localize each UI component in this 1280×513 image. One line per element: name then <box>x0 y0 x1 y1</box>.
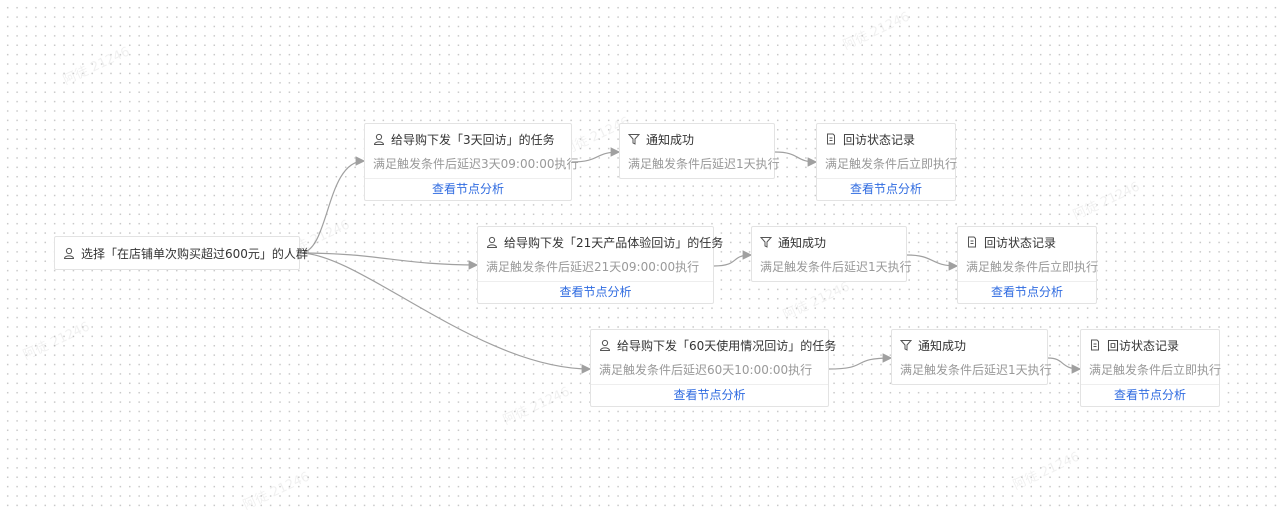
task-node[interactable]: 给导购下发「3天回访」的任务 满足触发条件后延迟3天09:00:00执行 查看节… <box>364 123 579 201</box>
node-description: 满足触发条件后立即执行 <box>825 157 958 171</box>
user-icon <box>373 133 385 145</box>
node-title: 给导购下发「60天使用情况回访」的任务 <box>617 338 837 353</box>
node-title: 给导购下发「3天回访」的任务 <box>391 132 555 147</box>
edge-n3-r3 <box>1047 357 1082 374</box>
user-icon <box>486 236 498 248</box>
edge-t3-n3 <box>828 353 893 370</box>
notify-success-node[interactable]: 通知成功 满足触发条件后延迟1天执行 <box>891 329 1052 385</box>
node-description: 满足触发条件后延迟21天09:00:00执行 <box>486 260 700 274</box>
node-title: 通知成功 <box>646 132 695 147</box>
flow-edges <box>299 147 1082 374</box>
view-node-analysis-link[interactable]: 查看节点分析 <box>817 178 955 200</box>
document-icon <box>1091 339 1099 351</box>
filter-icon <box>760 237 772 248</box>
task-node[interactable]: 给导购下发「21天产品体验回访」的任务 满足触发条件后延迟21天09:00:00… <box>477 226 723 304</box>
node-title: 回访状态记录 <box>843 132 916 147</box>
node-description: 满足触发条件后立即执行 <box>966 260 1099 274</box>
visit-record-node[interactable]: 回访状态记录 满足触发条件后立即执行 查看节点分析 <box>816 123 958 201</box>
node-title: 回访状态记录 <box>1107 338 1180 353</box>
edge-root-task1 <box>299 156 366 254</box>
view-node-analysis-link[interactable]: 查看节点分析 <box>591 384 828 406</box>
task-node[interactable]: 给导购下发「60天使用情况回访」的任务 满足触发条件后延迟60天10:00:00… <box>590 329 836 407</box>
node-description: 满足触发条件后延迟1天执行 <box>760 260 912 274</box>
visit-record-node[interactable]: 回访状态记录 满足触发条件后立即执行 查看节点分析 <box>1080 329 1222 407</box>
node-description: 满足触发条件后延迟3天09:00:00执行 <box>373 157 579 171</box>
filter-icon <box>900 340 912 351</box>
node-title: 通知成功 <box>918 338 967 353</box>
node-description: 满足触发条件后延迟1天执行 <box>628 157 780 171</box>
edge-root-task2 <box>299 252 479 270</box>
node-description: 满足触发条件后延迟1天执行 <box>900 363 1052 377</box>
notify-success-node[interactable]: 通知成功 满足触发条件后延迟1天执行 <box>751 226 912 282</box>
node-title: 给导购下发「21天产品体验回访」的任务 <box>504 235 724 250</box>
edge-root-task3 <box>299 252 592 374</box>
edge-n1-r1 <box>774 151 818 167</box>
user-icon <box>599 339 611 351</box>
view-node-analysis-link[interactable]: 查看节点分析 <box>365 178 571 200</box>
view-node-analysis-link[interactable]: 查看节点分析 <box>958 281 1096 303</box>
node-title: 回访状态记录 <box>984 235 1057 250</box>
document-icon <box>827 133 835 145</box>
notify-success-node[interactable]: 通知成功 满足触发条件后延迟1天执行 <box>619 123 780 179</box>
view-node-analysis-link[interactable]: 查看节点分析 <box>1081 384 1219 406</box>
visit-record-node[interactable]: 回访状态记录 满足触发条件后立即执行 查看节点分析 <box>957 226 1099 304</box>
edge-t1-n1 <box>571 147 621 163</box>
edge-n2-r2 <box>906 254 959 271</box>
document-icon <box>968 236 976 248</box>
node-title: 选择「在店铺单次购买超过600元」的人群 <box>81 246 308 261</box>
view-node-analysis-link[interactable]: 查看节点分析 <box>478 281 713 303</box>
node-title: 通知成功 <box>778 235 827 250</box>
node-description: 满足触发条件后立即执行 <box>1089 363 1222 377</box>
edge-t2-n2 <box>713 250 753 267</box>
node-description: 满足触发条件后延迟60天10:00:00执行 <box>599 363 813 377</box>
root-audience-node[interactable]: 选择「在店铺单次购买超过600元」的人群 <box>54 236 308 270</box>
filter-icon <box>628 134 640 145</box>
user-icon <box>63 247 75 259</box>
